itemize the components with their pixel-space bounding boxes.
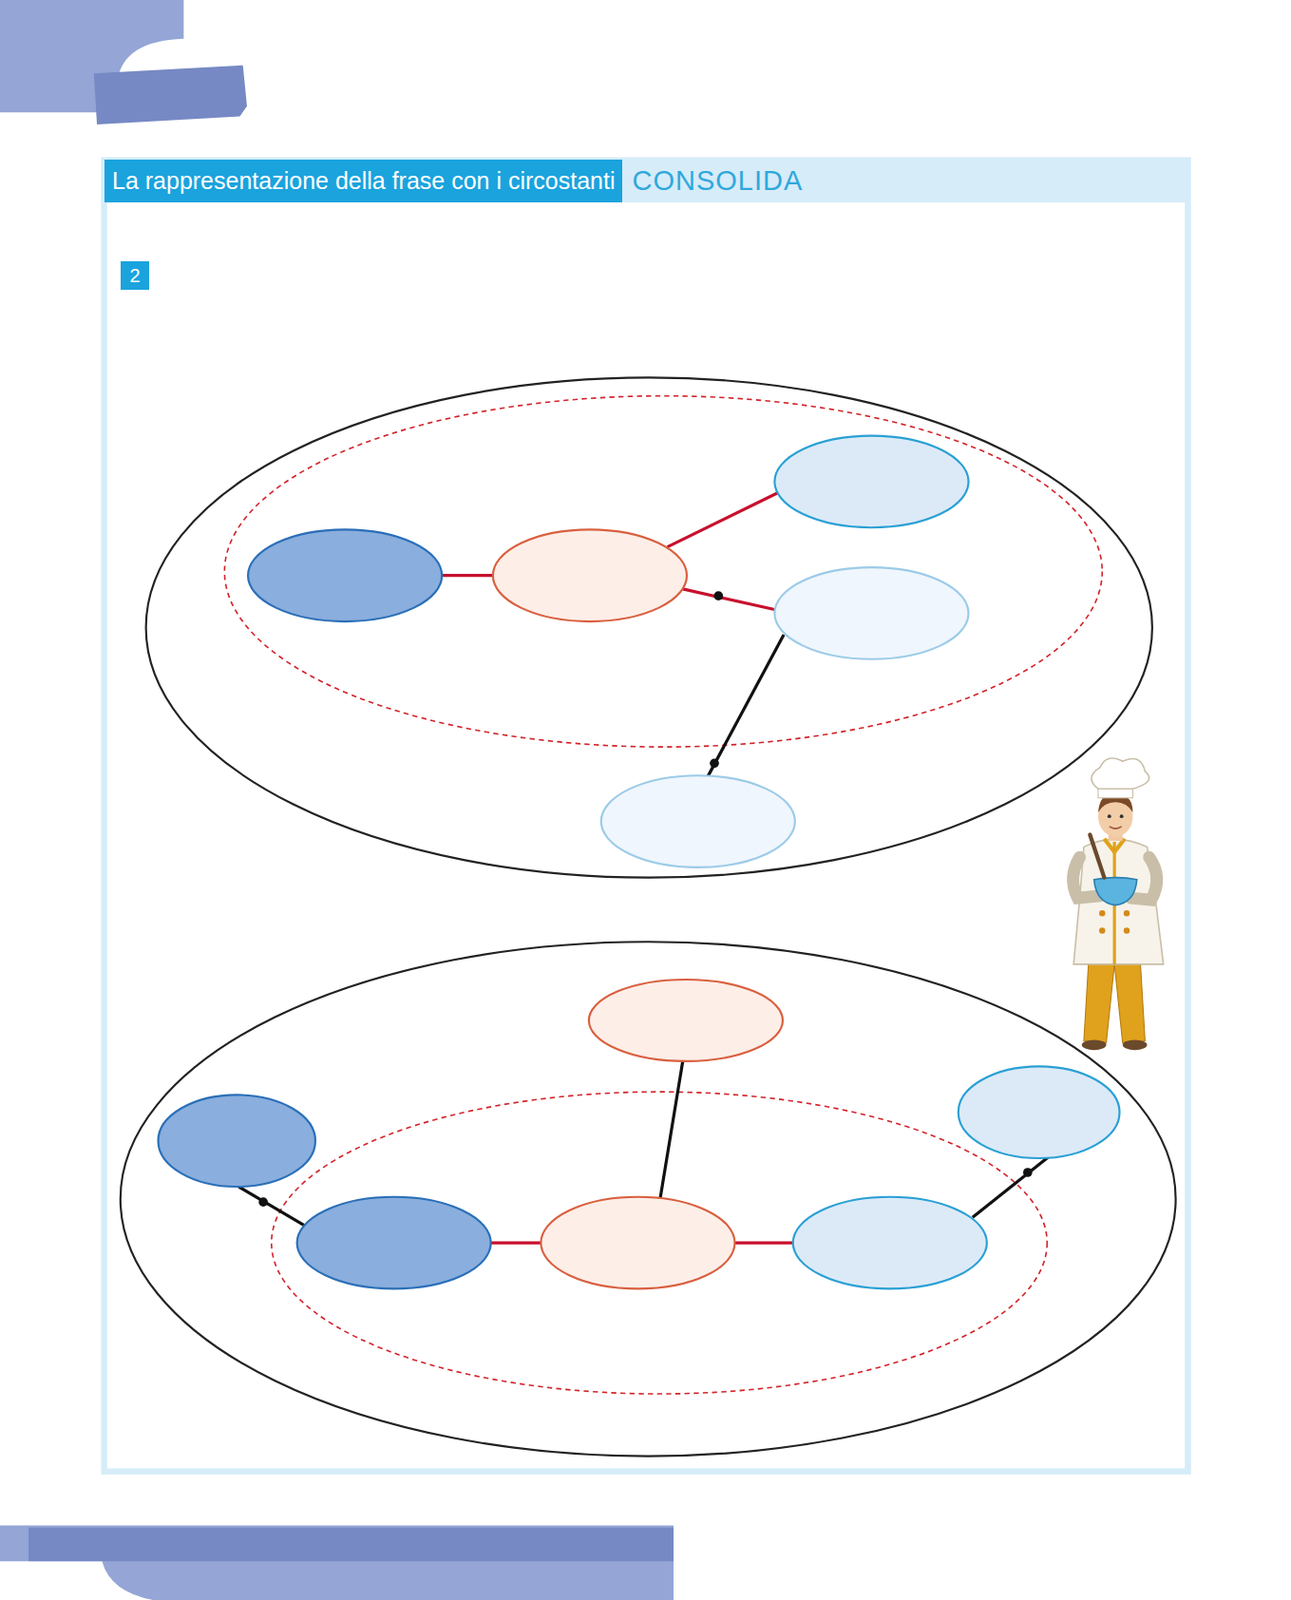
- chef-illustration-part: [1107, 814, 1112, 818]
- top-diagram-part: [774, 567, 969, 660]
- corner-decoration-part: [28, 1527, 674, 1561]
- top-diagram: [146, 377, 1153, 877]
- chef-illustration-part: [1109, 826, 1122, 829]
- bottom-diagram-part: [588, 979, 783, 1062]
- top-diagram-part: [706, 634, 784, 778]
- chef-illustration-part: [1122, 1039, 1148, 1050]
- top-diagram-part: [713, 590, 723, 601]
- bottom-diagram-part: [972, 1157, 1048, 1217]
- bottom-diagram-part: [271, 1091, 1047, 1394]
- top-diagram-part: [441, 573, 494, 577]
- exercise-frame: [104, 160, 1189, 1472]
- chef-illustration-part: [1099, 910, 1105, 916]
- bottom-diagram-part: [540, 1196, 735, 1290]
- exercise-number: 2: [129, 265, 140, 286]
- bottom-diagram-part: [258, 1196, 268, 1207]
- top-diagram-part: [774, 436, 969, 529]
- bottom-diagram-part: [158, 1094, 316, 1187]
- bottom-diagram: [120, 941, 1177, 1456]
- top-diagram-part: [146, 377, 1153, 877]
- top-diagram-part: [682, 588, 779, 611]
- exercise-frame-part: [104, 160, 1189, 1472]
- chef-illustration-part: [1120, 814, 1124, 818]
- bottom-diagram-part: [793, 1196, 988, 1290]
- corner-decoration-part: [94, 65, 247, 125]
- section-tag: CONSOLIDA: [622, 159, 813, 203]
- bottom-diagram-part: [297, 1196, 492, 1290]
- top-diagram-part: [709, 759, 720, 769]
- header-title: La rappresentazione della frase con i ci…: [104, 159, 623, 203]
- chef-illustration-part: [1099, 927, 1105, 933]
- chef-illustration-part: [1089, 835, 1104, 878]
- top-diagram-part: [247, 529, 442, 622]
- chef-illustration: [1073, 758, 1164, 1050]
- chef-illustration-part: [1123, 927, 1130, 933]
- chef-illustration-part: [1094, 877, 1138, 906]
- bottom-diagram-part: [238, 1186, 306, 1227]
- top-diagram-part: [601, 775, 796, 868]
- top-diagram-part: [667, 493, 779, 548]
- top-diagram-part: [493, 529, 687, 622]
- top-diagram-part: [224, 396, 1102, 747]
- bottom-diagram-part: [1023, 1167, 1033, 1178]
- bottom-diagram-part: [660, 1061, 684, 1198]
- corner-decoration-part: [0, 1525, 674, 1600]
- exercise-number-badge: 2: [120, 261, 150, 290]
- chef-illustration-part: [1073, 838, 1164, 965]
- header-band: La rappresentazione della frase con i ci…: [104, 159, 1188, 203]
- bottom-diagram-part: [491, 1240, 543, 1244]
- chef-illustration-part: [1123, 910, 1130, 916]
- chef-illustration-part: [1091, 758, 1150, 789]
- chef-illustration-part: [1082, 1039, 1107, 1050]
- bottom-diagram-part: [958, 1065, 1121, 1159]
- bottom-diagram-part: [120, 941, 1177, 1456]
- bottom-diagram-part: [733, 1240, 794, 1244]
